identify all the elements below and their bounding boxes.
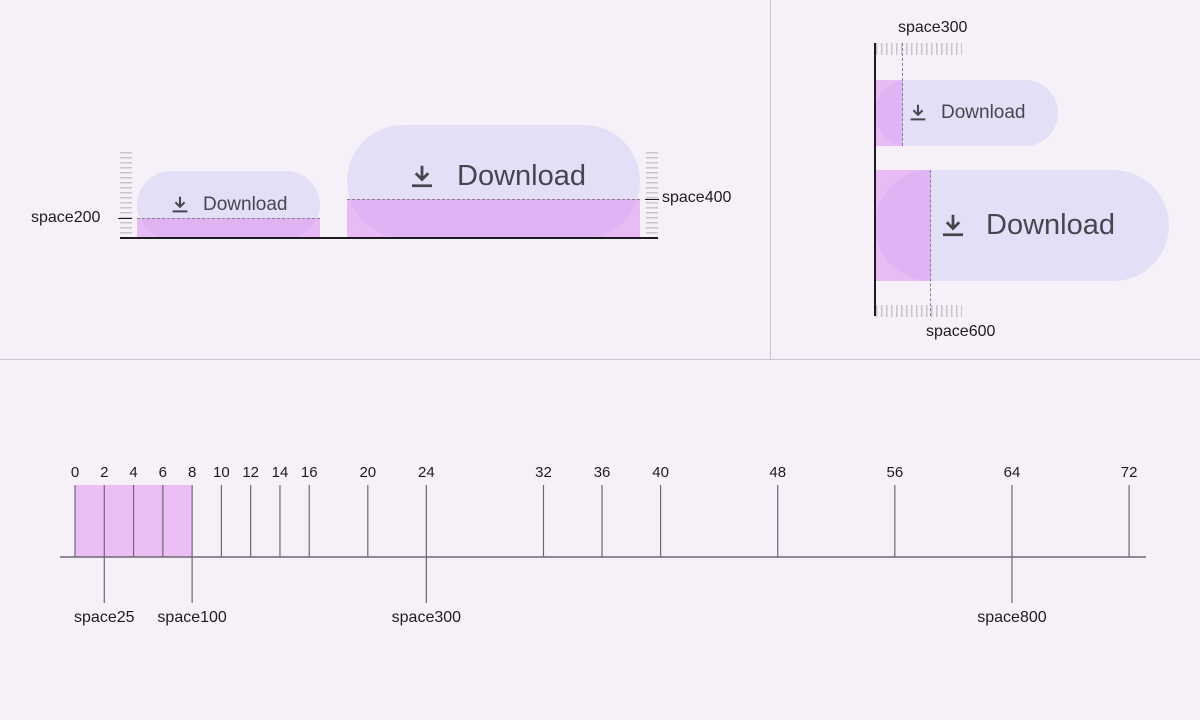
download-icon — [907, 102, 929, 124]
padding-guide-small — [137, 218, 320, 219]
scale-tick-label-64: 64 — [1004, 464, 1021, 481]
baseline — [120, 237, 658, 239]
download-icon — [407, 162, 437, 192]
button-height-panel: Download Download space200 space400 — [0, 0, 770, 359]
leading-padding-small — [875, 80, 903, 146]
scale-tick-label-20: 20 — [359, 464, 376, 481]
scale-tick-label-16: 16 — [301, 464, 318, 481]
scale-tick-label-2: 2 — [100, 464, 108, 481]
leading-padding-large — [875, 170, 931, 281]
download-button-small-padded[interactable]: Download — [875, 80, 1058, 146]
space600-guide — [930, 170, 931, 316]
download-icon — [938, 211, 968, 241]
tick-ruler-bottom — [876, 305, 962, 317]
space600-label-bottom: space600 — [926, 323, 996, 340]
space400-label: space400 — [662, 189, 732, 206]
callout-label-space100: space100 — [157, 609, 226, 626]
scale-tick-label-24: 24 — [418, 464, 435, 481]
space300-label-top: space300 — [898, 19, 968, 36]
horizontal-divider — [0, 359, 1200, 360]
scale-tick-label-6: 6 — [159, 464, 167, 481]
scale-tick-label-36: 36 — [594, 464, 611, 481]
scale-tick-label-32: 32 — [535, 464, 552, 481]
download-label-small: Download — [203, 194, 288, 215]
scale-tick-label-48: 48 — [769, 464, 786, 481]
vertical-divider — [770, 0, 771, 359]
scale-tick-label-10: 10 — [213, 464, 230, 481]
callout-label-space25: space25 — [74, 609, 135, 626]
download-icon — [169, 194, 191, 216]
scale-tick-label-14: 14 — [272, 464, 289, 481]
tick-ruler-left — [120, 152, 132, 238]
scale-tick-label-40: 40 — [652, 464, 669, 481]
download-label-small-padded: Download — [941, 102, 1026, 123]
padding-highlight-small — [137, 218, 320, 238]
scale-tick-label-56: 56 — [886, 464, 903, 481]
callout-label-space800: space800 — [977, 609, 1046, 626]
label-leader-right — [645, 199, 659, 200]
leading-edge-line — [874, 43, 876, 316]
scale-tick-label-12: 12 — [242, 464, 259, 481]
tick-ruler-top — [876, 43, 962, 55]
callout-label-space300: space300 — [392, 609, 461, 626]
space200-label: space200 — [31, 209, 101, 226]
padding-guide-large — [347, 199, 640, 200]
scale-tick-label-8: 8 — [188, 464, 196, 481]
download-label-large: Download — [457, 160, 586, 192]
scale-tick-label-0: 0 — [71, 464, 79, 481]
scale-tick-label-4: 4 — [129, 464, 137, 481]
button-padding-panel: space300 Download Download space600 — [771, 0, 1200, 359]
label-leader-left — [118, 218, 132, 219]
padding-highlight-large — [347, 199, 640, 238]
space300-guide — [902, 43, 903, 146]
download-label-large-padded: Download — [986, 209, 1115, 241]
tick-ruler-right — [646, 152, 658, 238]
scale-tick-label-72: 72 — [1121, 464, 1138, 481]
